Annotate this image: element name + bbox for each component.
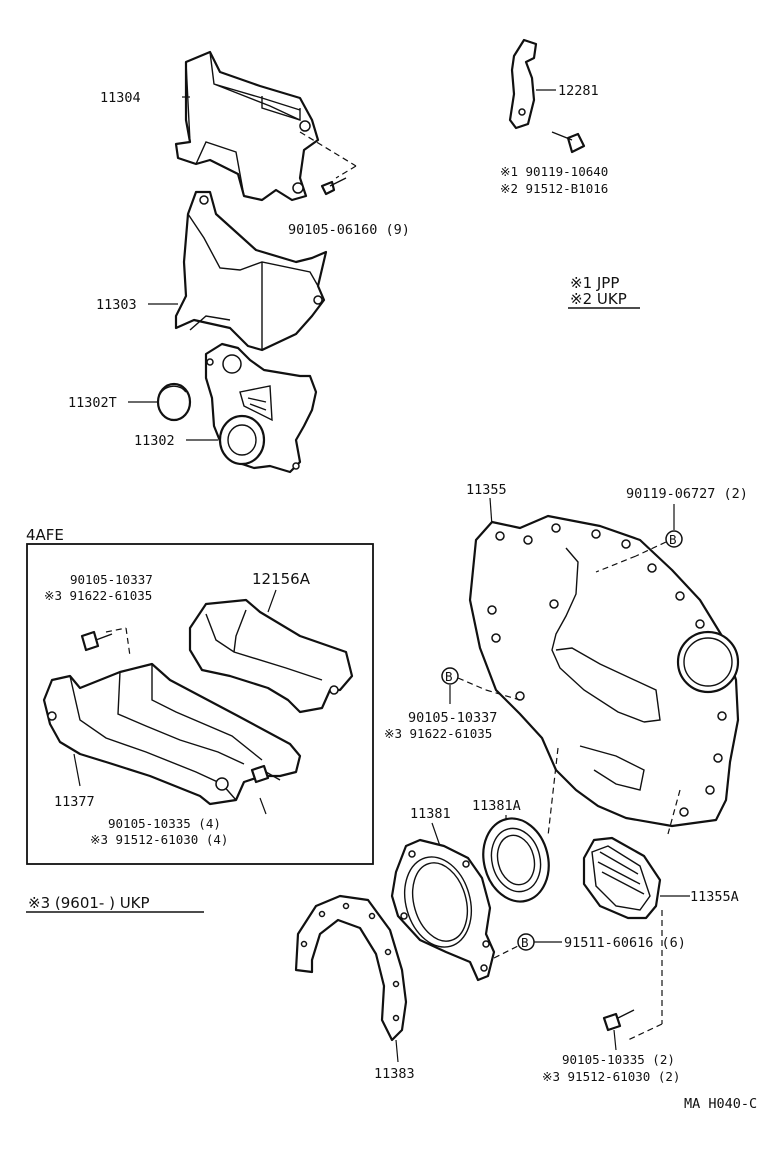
bolt-main-90105-10335[interactable] [602, 1009, 635, 1032]
box-4afe-frame [26, 543, 374, 865]
label-main-90105-10335: 90105-10335 (2) [562, 1052, 675, 1067]
plug-11302T[interactable] [156, 382, 192, 422]
seal-retainer-11381[interactable] [390, 838, 496, 982]
label-12281: 12281 [558, 83, 599, 99]
marker-b-upper-text: B [669, 532, 677, 547]
bracket-11377[interactable] [42, 662, 302, 806]
label-main-90105-10337: 90105-10337 [408, 710, 497, 726]
tray-12156A[interactable] [188, 598, 354, 714]
marker-b-upper [665, 530, 683, 548]
label-11303: 11303 [96, 297, 137, 313]
label-11383: 11383 [374, 1066, 415, 1082]
box-4afe-title: 4AFE [26, 526, 64, 544]
label-90119-10640: ※1 90119-10640 [500, 164, 608, 179]
label-11355A: 11355A [690, 889, 739, 905]
label-box-91622-61035: ※3 91622-61035 [44, 588, 152, 603]
note-3-ukp: ※3 (9601- ) UKP [28, 894, 150, 912]
marker-b-left [441, 667, 459, 685]
marker-b-lower-text: B [521, 935, 529, 950]
label-main-91512-61030: ※3 91512-61030 (2) [542, 1069, 680, 1084]
end-plate-11355[interactable] [468, 514, 740, 828]
label-91511-60616: 91511-60616 (6) [564, 935, 686, 951]
bracket-12281[interactable] [508, 38, 538, 130]
marker-b-left-text: B [445, 669, 453, 684]
bolt-90105-06160[interactable] [320, 177, 347, 196]
bolt-12281-mount[interactable] [551, 131, 586, 154]
diagram-code: MA H040-C [684, 1096, 757, 1112]
label-12156A: 12156A [252, 570, 311, 588]
label-11304: 11304 [100, 90, 141, 106]
label-main-91622-61035: ※3 91622-61035 [384, 726, 492, 741]
label-box-90105-10337: 90105-10337 [70, 572, 153, 587]
upper-timing-cover-11304[interactable] [174, 50, 320, 202]
oil-seal-11381A[interactable] [475, 812, 557, 909]
bolt-box-90105-10337[interactable] [80, 630, 113, 652]
note-jpp: ※1 JPP [570, 274, 619, 292]
label-90119-06727: 90119-06727 (2) [626, 486, 748, 502]
label-90105-06160: 90105-06160 (9) [288, 222, 410, 238]
label-11381A: 11381A [472, 798, 521, 814]
label-11302: 11302 [134, 433, 175, 449]
label-box-90105-10335: 90105-10335 (4) [108, 816, 221, 831]
label-11381: 11381 [410, 806, 451, 822]
label-11377: 11377 [54, 794, 95, 810]
label-91512-b1016: ※2 91512-B1016 [500, 181, 608, 196]
middle-timing-cover-11303[interactable] [174, 190, 328, 352]
bolt-box-90105-10335[interactable] [250, 764, 281, 784]
lower-timing-cover-11302[interactable] [204, 342, 318, 474]
gasket-11383[interactable] [294, 894, 408, 1042]
label-box-91512-61030: ※3 91512-61030 (4) [90, 832, 228, 847]
label-11302T: 11302T [68, 395, 117, 411]
label-11355: 11355 [466, 482, 507, 498]
note-ukp: ※2 UKP [570, 290, 627, 308]
cover-plate-11355A[interactable] [582, 836, 662, 920]
